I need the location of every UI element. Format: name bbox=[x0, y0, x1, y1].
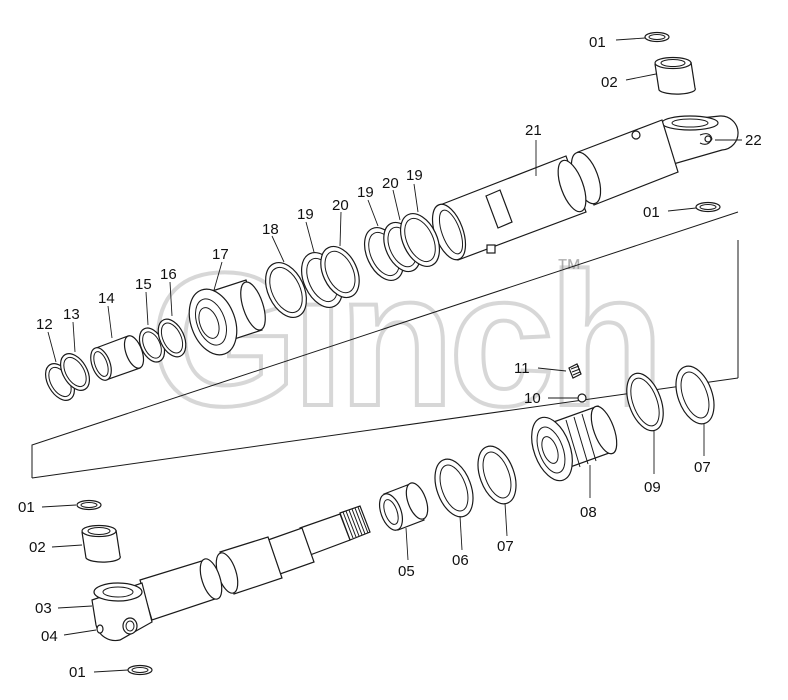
label-11: 11 bbox=[514, 360, 530, 377]
part-17-gland bbox=[188, 279, 266, 356]
label-09: 09 bbox=[644, 479, 661, 496]
part-07-ring-right bbox=[675, 365, 715, 425]
label-19: 19 bbox=[406, 167, 423, 184]
seal-rings-upper bbox=[264, 213, 441, 318]
label-06: 06 bbox=[452, 552, 469, 569]
label-05: 05 bbox=[398, 563, 415, 580]
label-08: 08 bbox=[580, 504, 597, 521]
label-07: 07 bbox=[694, 459, 711, 476]
label-19: 19 bbox=[357, 184, 374, 201]
part-09-ring bbox=[626, 372, 664, 432]
label-13: 13 bbox=[63, 306, 80, 323]
label-03: 03 bbox=[35, 600, 52, 617]
part-02-bushing-top bbox=[654, 61, 696, 95]
part-20-ring-a bbox=[320, 245, 360, 299]
label-16: 16 bbox=[160, 266, 177, 283]
label-20: 20 bbox=[382, 175, 399, 192]
part-10-ball bbox=[577, 393, 587, 403]
seal-rings-lower bbox=[378, 445, 517, 531]
part-16-ring bbox=[157, 318, 187, 358]
label-07: 07 bbox=[497, 538, 514, 555]
label-02: 02 bbox=[29, 539, 46, 556]
label-20: 20 bbox=[332, 197, 349, 214]
label-10: 10 bbox=[524, 390, 541, 407]
assembly-frame bbox=[31, 211, 739, 479]
label-21: 21 bbox=[525, 122, 542, 139]
label-19: 19 bbox=[297, 206, 314, 223]
part-21-barrel bbox=[431, 119, 679, 261]
label-18: 18 bbox=[262, 221, 279, 238]
frame-line-top bbox=[31, 211, 739, 478]
part-02-bushing-lower bbox=[81, 529, 121, 563]
part-labels: 01 02 22 21 01 18 19 20 19 20 19 17 12 1… bbox=[18, 34, 762, 681]
label-01: 01 bbox=[69, 664, 86, 681]
upper-clevis-group bbox=[644, 31, 739, 213]
seal-rings-left bbox=[44, 318, 187, 401]
lower-eye-parts bbox=[76, 499, 153, 676]
piston-group bbox=[531, 363, 715, 482]
part-07-ring-left bbox=[477, 445, 517, 505]
label-17: 17 bbox=[212, 246, 229, 263]
part-19-ring-c bbox=[399, 213, 441, 267]
label-02: 02 bbox=[601, 74, 618, 91]
label-22: 22 bbox=[745, 132, 762, 149]
part-04-grease-nipple bbox=[96, 624, 104, 634]
leader-lines bbox=[41, 37, 742, 673]
piston-rod bbox=[91, 505, 371, 642]
label-15: 15 bbox=[135, 276, 152, 293]
part-13-ring bbox=[59, 353, 91, 391]
label-14: 14 bbox=[98, 290, 115, 307]
part-18-ring bbox=[264, 262, 308, 318]
part-06-ring bbox=[434, 458, 474, 518]
label-01: 01 bbox=[589, 34, 606, 51]
label-01: 01 bbox=[18, 499, 35, 516]
label-04: 04 bbox=[41, 628, 58, 645]
frame-line-bottom bbox=[31, 377, 739, 479]
label-12: 12 bbox=[36, 316, 53, 333]
label-01: 01 bbox=[643, 204, 660, 221]
